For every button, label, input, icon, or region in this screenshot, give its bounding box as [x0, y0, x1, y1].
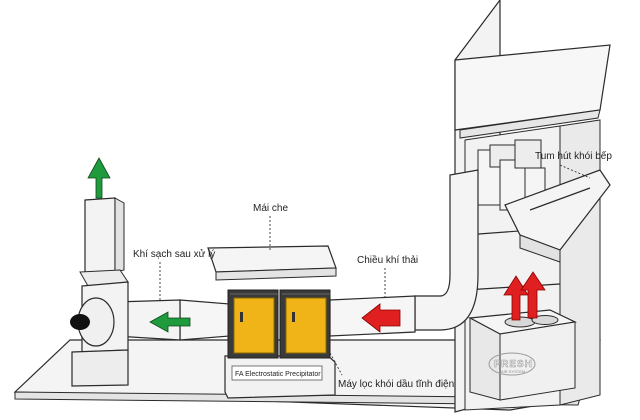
precipitator-nameplate: FA Electrostatic Precipitator [235, 371, 321, 378]
hood-outlet-ducts [477, 139, 546, 211]
label-roof-cover: Mái che [253, 203, 288, 214]
fan-motor [70, 314, 90, 330]
electrostatic-precipitator [227, 289, 331, 359]
exhaust-direction-arrow [361, 303, 401, 333]
label-precipitator-machine: Máy lọc khói dầu tĩnh điện [338, 378, 454, 390]
logo-tagline-text: AIR SYSTEM [501, 369, 525, 374]
stove [467, 309, 577, 401]
fresh-air-logo: FRESH AIR SYSTEM [488, 352, 536, 376]
smoke-up-arrows [503, 271, 546, 321]
kitchen-hood [504, 169, 611, 263]
clean-air-arrows [87, 157, 191, 333]
logo-brand-text: FRESH [494, 359, 533, 370]
exhaust-fan-stack [70, 197, 129, 387]
label-exhaust-direction: Chiều khí thải [357, 254, 418, 266]
label-kitchen-hood: Tum hút khói bếp [535, 150, 612, 162]
leader-lines [159, 164, 591, 376]
diagram-labels: Mái che Khí sạch sau xử lý Chiều khí thả… [133, 150, 612, 390]
precipitator-base: FA Electrostatic Precipitator [224, 355, 336, 399]
roof-cover [207, 245, 337, 281]
label-clean-air: Khí sạch sau xử lý [133, 248, 215, 260]
